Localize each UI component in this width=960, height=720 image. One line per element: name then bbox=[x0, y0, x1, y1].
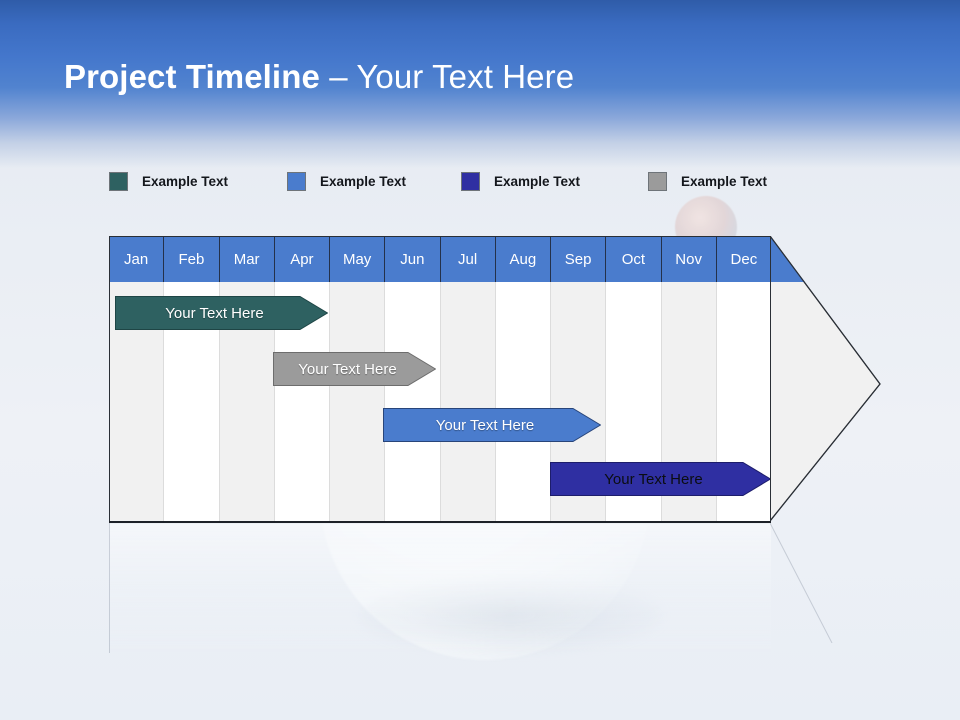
timeline-bar-gray-shape bbox=[273, 352, 436, 386]
timeline-column-jul bbox=[440, 236, 496, 522]
month-header-dec[interactable]: Dec bbox=[716, 236, 771, 282]
month-header-may[interactable]: May bbox=[330, 236, 386, 282]
page-title: Project Timeline – Your Text Here bbox=[64, 58, 574, 96]
timeline-bar-blue-label: Your Text Here bbox=[435, 416, 535, 434]
timeline-bar-gray-label: Your Text Here bbox=[298, 360, 397, 378]
timeline-bar-navy-label: Your Text Here bbox=[604, 470, 703, 488]
timeline-bar-teal[interactable]: Your Text Here bbox=[115, 296, 328, 330]
month-header-jul[interactable]: Jul bbox=[440, 236, 496, 282]
month-header-aug[interactable]: Aug bbox=[495, 236, 551, 282]
legend-label-2: Example Text bbox=[320, 173, 407, 189]
page-title-light: – Your Text Here bbox=[319, 58, 575, 95]
arrowhead-reflection bbox=[769, 522, 882, 644]
header-band bbox=[0, 0, 960, 168]
legend-item-1: Example Text bbox=[109, 170, 228, 192]
timeline-bar-blue[interactable]: Your Text Here bbox=[383, 408, 601, 442]
legend-item-2: Example Text bbox=[287, 170, 406, 192]
timeline-bar-teal-shape bbox=[115, 296, 328, 330]
timeline-chart-baseline bbox=[109, 521, 771, 523]
timeline-bar-teal-label: Your Text Here bbox=[165, 304, 264, 322]
legend-label-3: Example Text bbox=[494, 173, 581, 189]
month-header-jun[interactable]: Jun bbox=[385, 236, 441, 282]
timeline-column-feb bbox=[164, 236, 220, 522]
legend-item-3: Example Text bbox=[461, 170, 580, 192]
legend-swatch-navy bbox=[461, 171, 480, 191]
timeline-column-aug bbox=[495, 236, 551, 522]
legend-swatch-teal bbox=[109, 171, 128, 191]
page-title-strong: Project Timeline bbox=[64, 58, 320, 95]
timeline-arrowhead bbox=[770, 236, 882, 522]
timeline-bar-navy[interactable]: Your Text Here bbox=[550, 462, 771, 496]
month-header-apr[interactable]: Apr bbox=[274, 236, 330, 282]
timeline-bar-blue-shape bbox=[383, 408, 601, 442]
month-header-mar[interactable]: Mar bbox=[219, 236, 275, 282]
timeline-bar-navy-shape bbox=[550, 462, 771, 496]
legend-item-4: Example Text bbox=[648, 170, 767, 192]
month-header-nov[interactable]: Nov bbox=[661, 236, 717, 282]
timeline-bar-gray[interactable]: Your Text Here bbox=[273, 352, 436, 386]
month-header-jan[interactable]: Jan bbox=[109, 236, 165, 282]
month-header-feb[interactable]: Feb bbox=[164, 236, 220, 282]
legend: Example Text Example Text Example Text Exam… bbox=[109, 170, 909, 194]
legend-label-4: Example Text bbox=[681, 173, 768, 189]
legend-swatch-blue bbox=[287, 171, 306, 191]
month-header-oct[interactable]: Oct bbox=[606, 236, 662, 282]
timeline-column-jan bbox=[109, 236, 165, 522]
month-header-sep[interactable]: Sep bbox=[551, 236, 607, 282]
chart-reflection bbox=[109, 523, 771, 653]
legend-label-1: Example Text bbox=[142, 173, 229, 189]
legend-swatch-gray bbox=[648, 171, 667, 191]
